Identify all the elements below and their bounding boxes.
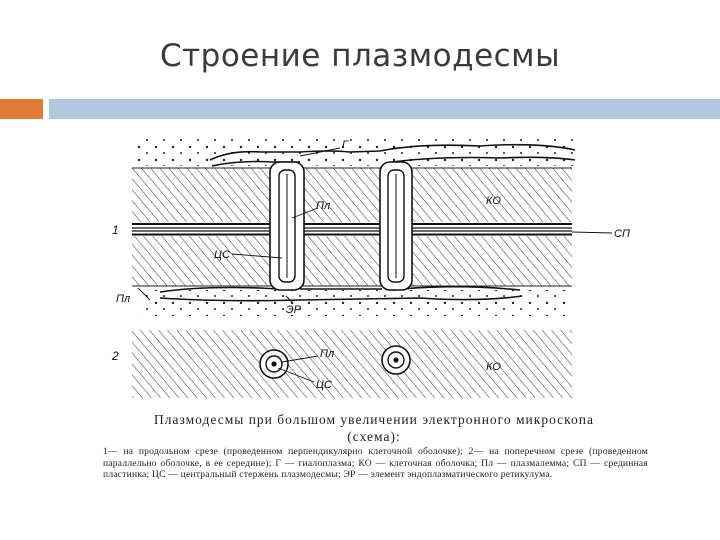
label-sp: СП	[614, 228, 630, 240]
plasmodesma-cross-section-1	[260, 350, 288, 378]
figure-caption: Плазмодесмы при большом увеличении элект…	[100, 411, 648, 445]
label-part-2: 2	[111, 349, 119, 363]
label-ko-top: КО	[486, 195, 501, 207]
caption-line-1: Плазмодесмы при большом увеличении элект…	[100, 411, 648, 428]
figure-legend: 1— на продольном срезе (проведенном перп…	[103, 446, 648, 481]
slide-title: Строение плазмодесмы	[0, 38, 720, 74]
middle-lamella	[132, 222, 572, 236]
label-pl-top: Пл	[316, 200, 330, 212]
accent-square	[0, 99, 43, 119]
label-part-1: 1	[112, 223, 119, 237]
hyaloplasm-bottom	[140, 290, 570, 316]
caption-line-2: (схема):	[100, 428, 648, 445]
label-cs-top: ЦС	[214, 249, 230, 261]
plasmodesma-diagram: 1 2 Г Пл КО СП ЦС Пл ЭР Пл КО ЦС	[0, 125, 720, 410]
label-pl-bottom: Пл	[320, 348, 334, 360]
label-ko-bottom: КО	[486, 361, 501, 373]
plasmodesma-channel-2	[380, 162, 412, 290]
label-g: Г	[342, 139, 349, 151]
accent-bar	[49, 99, 720, 119]
plasmodesma-cross-section-2	[382, 346, 410, 374]
plasmodesma-channel-1	[270, 162, 304, 290]
label-cs-bottom: ЦС	[316, 379, 332, 391]
label-pl-left: Пл	[116, 293, 130, 305]
label-er: ЭР	[286, 304, 302, 316]
cell-wall-transverse	[132, 330, 572, 398]
